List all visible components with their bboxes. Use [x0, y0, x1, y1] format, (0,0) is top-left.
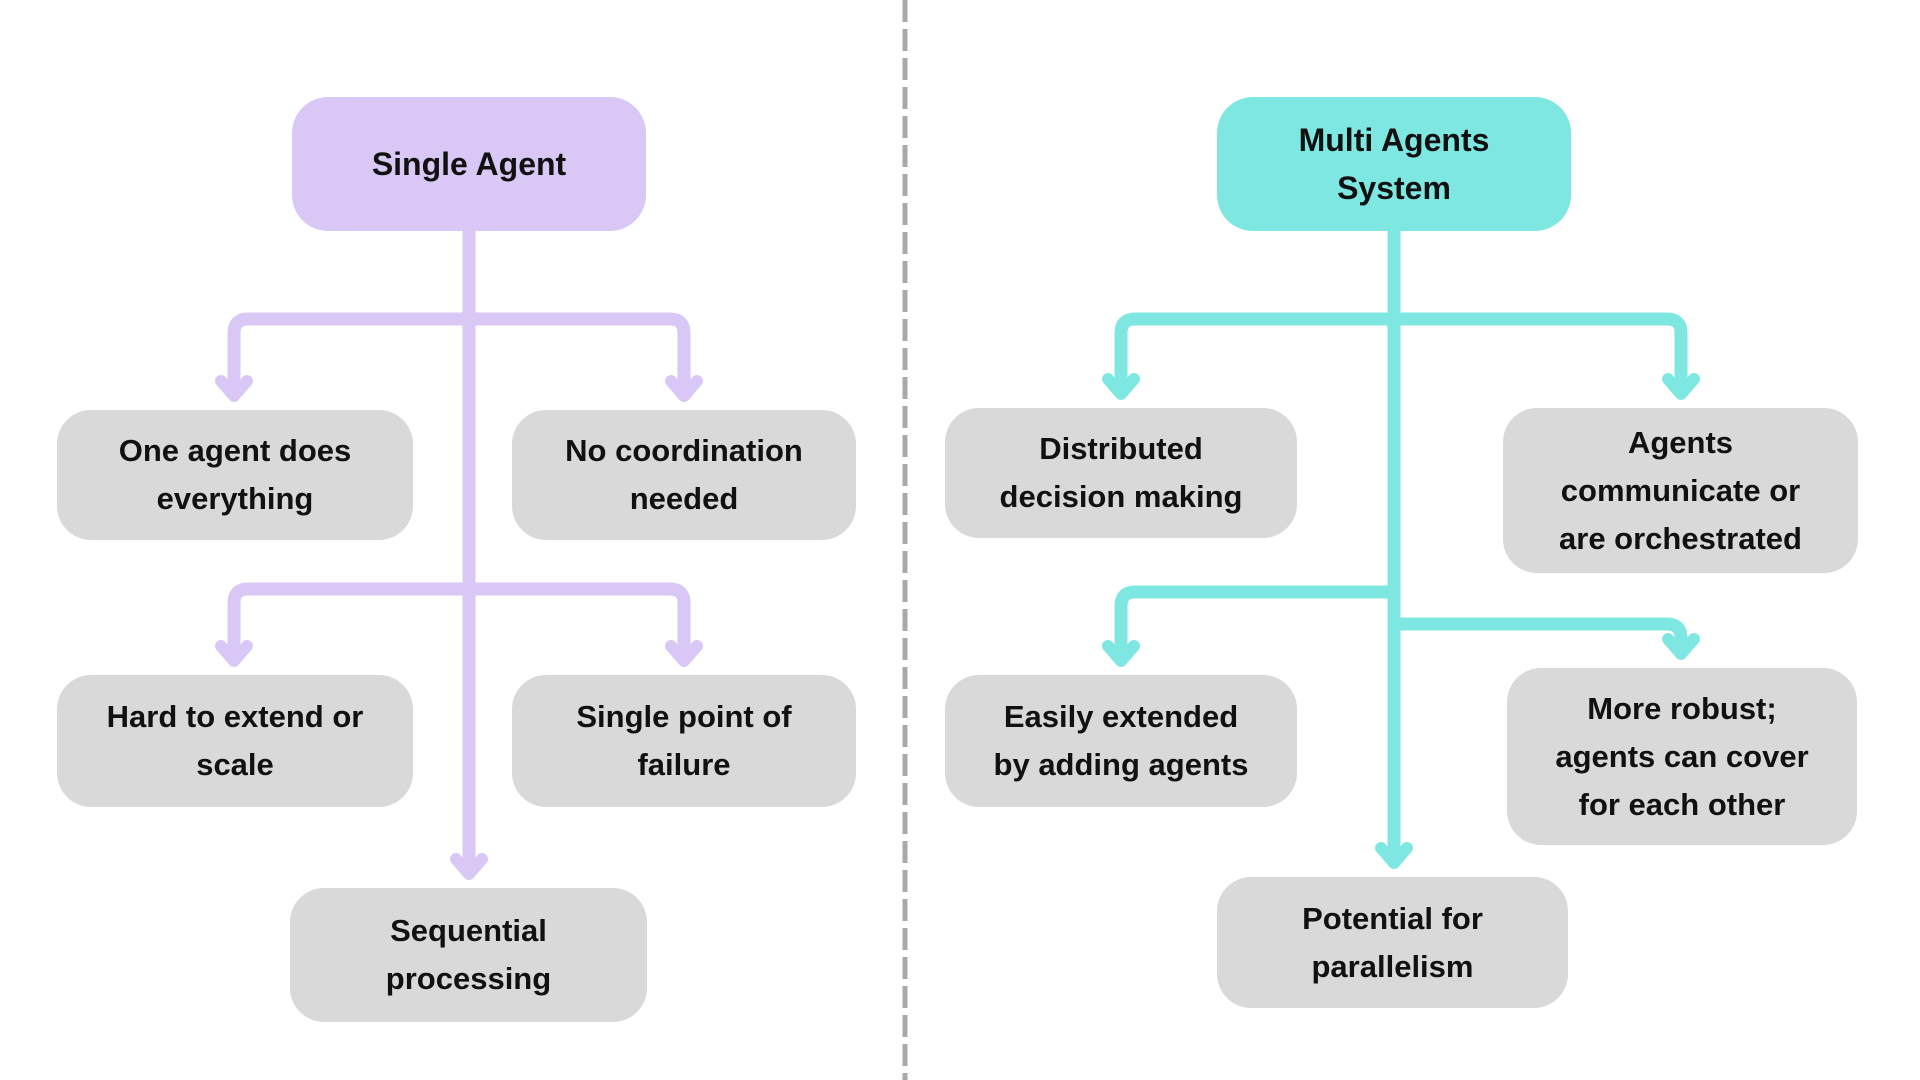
node-label: Agents communicate or are orchestrated [1559, 424, 1802, 556]
node-label: Potential for parallelism [1302, 900, 1483, 984]
node-easily-extended-by-adding-agents: Easily extended by adding agents [945, 675, 1297, 807]
node-label: Single point of failure [576, 699, 792, 782]
connector-multi-branch1-left [1102, 312, 1394, 400]
node-label: Multi Agents System [1298, 122, 1490, 206]
node-no-coordination-needed: No coordination needed [512, 410, 856, 540]
connector-multi-branch2-right [1394, 617, 1700, 660]
node-single-agent: Single Agent [292, 97, 646, 231]
connector-single-branch1-right [469, 312, 703, 402]
connector-multi-branch1-right [1394, 312, 1700, 400]
node-label: Distributed decision making [999, 431, 1243, 514]
connector-single-branch1-left [215, 312, 469, 402]
node-potential-for-parallelism: Potential for parallelism [1217, 877, 1568, 1008]
connector-single-branch2-left [215, 582, 469, 667]
node-hard-to-extend-or-scale: Hard to extend or scale [57, 675, 413, 807]
node-label: Single Agent [371, 146, 567, 182]
node-label: Easily extended by adding agents [993, 699, 1249, 782]
node-one-agent-does-everything: One agent does everything [57, 410, 413, 540]
node-label: Hard to extend or scale [106, 699, 364, 782]
node-multi-agents-system: Multi Agents System [1217, 97, 1571, 231]
node-more-robust-agents-cover: More robust; agents can cover for each o… [1507, 668, 1857, 845]
connector-single-branch2-right [469, 582, 703, 667]
node-single-point-of-failure: Single point of failure [512, 675, 856, 807]
connector-multi-branch2-left [1102, 585, 1394, 667]
node-label: No coordination needed [565, 433, 803, 516]
node-label: More robust; agents can cover for each o… [1555, 690, 1809, 822]
node-label: One agent does everything [118, 433, 352, 516]
node-label: Sequential processing [385, 913, 552, 996]
node-distributed-decision-making: Distributed decision making [945, 408, 1297, 538]
node-sequential-processing: Sequential processing [290, 888, 647, 1022]
node-agents-communicate-or-orchestrated: Agents communicate or are orchestrated [1503, 408, 1858, 573]
